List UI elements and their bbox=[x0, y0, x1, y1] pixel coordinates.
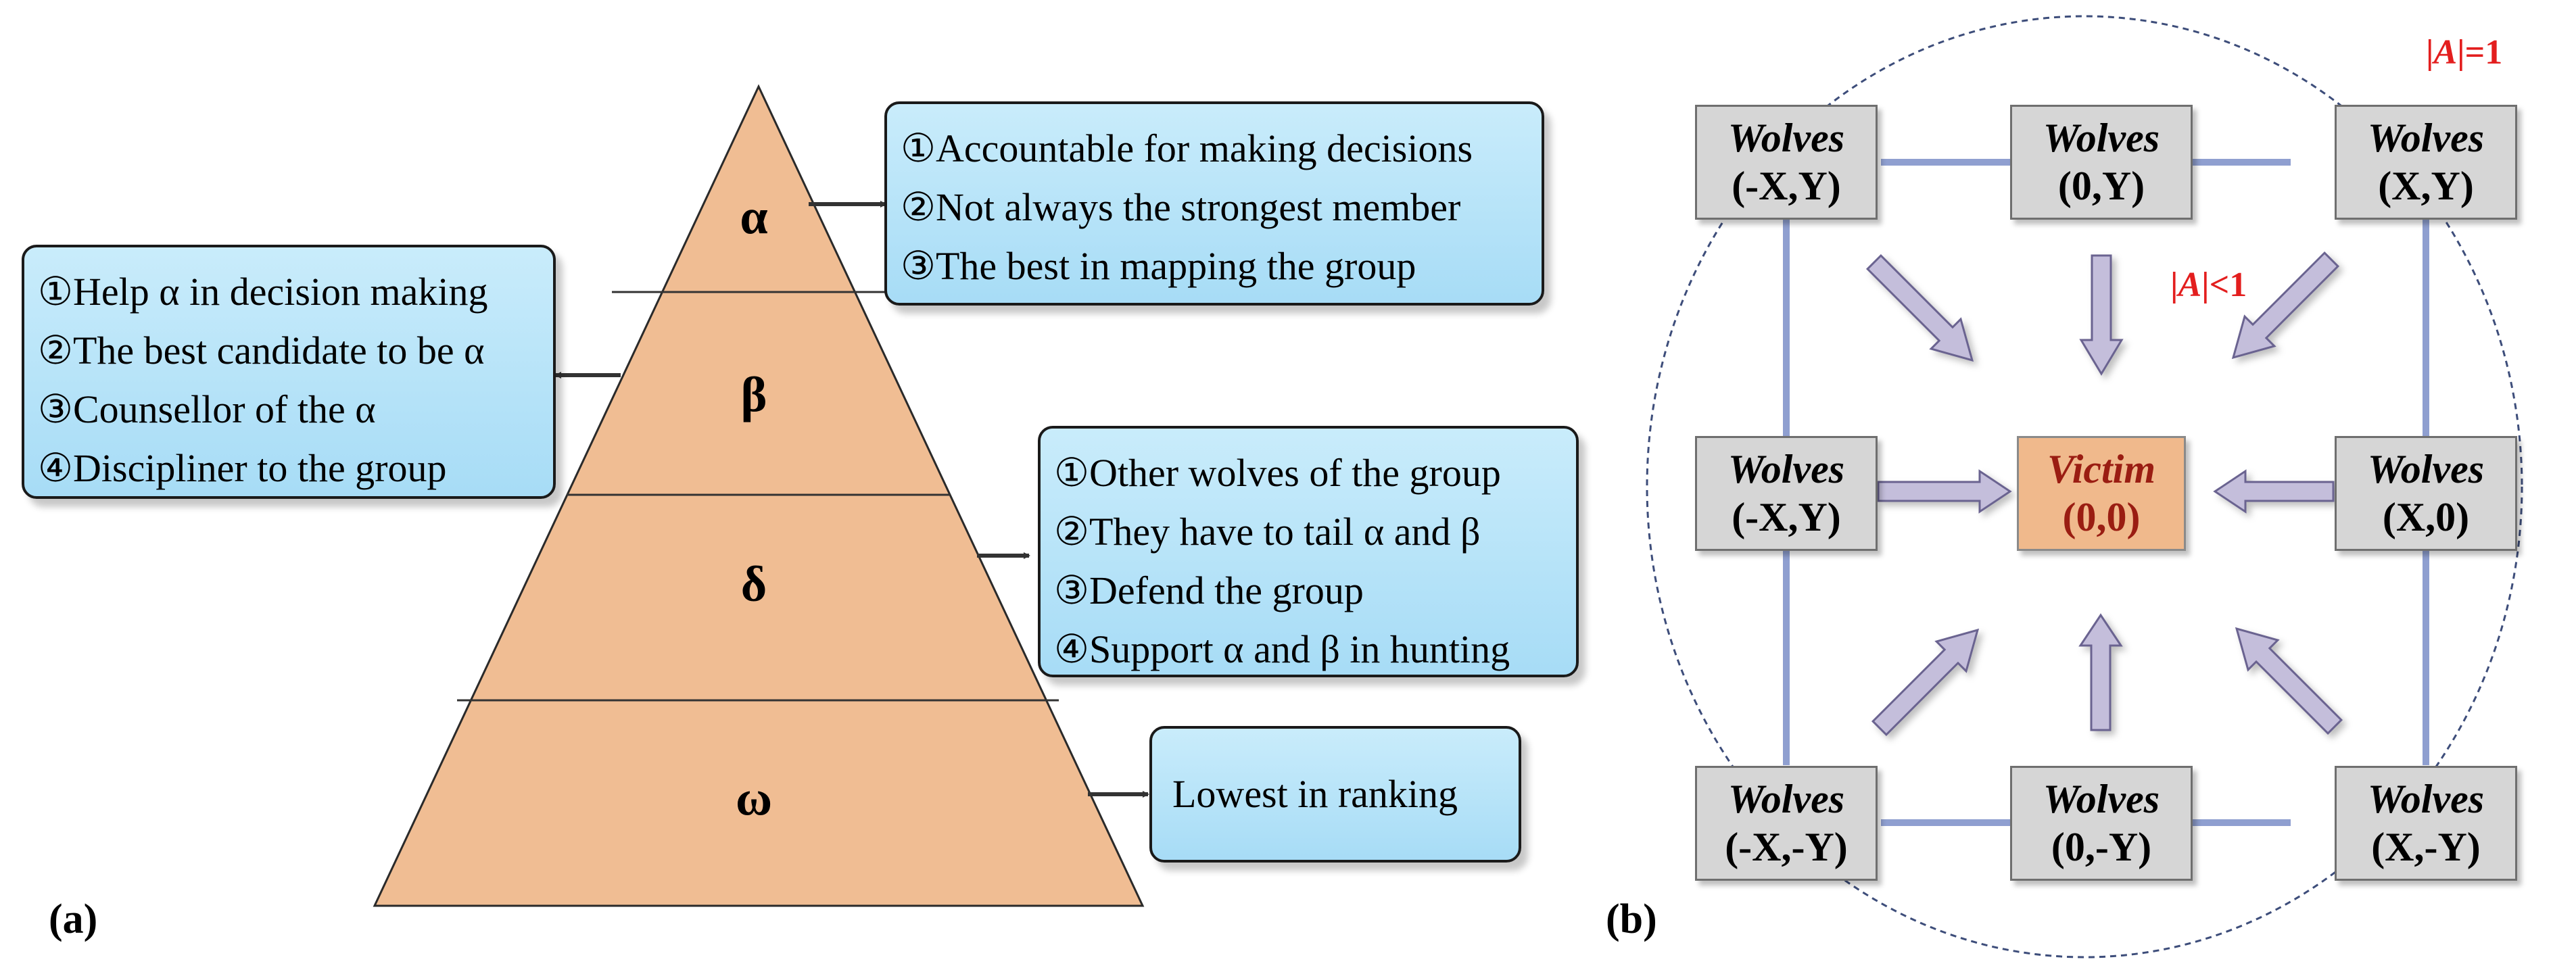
alpha-callout-line: ③The best in mapping the group bbox=[901, 244, 1416, 288]
arrow-from-bottom-left bbox=[1871, 628, 1980, 737]
node-coordinate: (0,-Y) bbox=[2051, 825, 2152, 869]
victim-node: Victim (0,0) bbox=[2017, 436, 2186, 551]
delta-callout-line: ②They have to tail α and β bbox=[1054, 510, 1481, 554]
wolf-node-top-right: Wolves (X,Y) bbox=[2335, 105, 2517, 220]
node-coordinate: (-X,-Y) bbox=[1725, 825, 1848, 869]
tier-beta-label: β bbox=[740, 367, 767, 423]
arrow-from-top bbox=[2079, 254, 2124, 376]
node-title: Wolves bbox=[2367, 777, 2485, 822]
node-coordinate: (0,Y) bbox=[2057, 164, 2145, 208]
node-coordinate: (X,-Y) bbox=[2371, 825, 2481, 869]
inner-threshold-label: |A|<1 bbox=[2170, 266, 2247, 304]
arrow-from-top-left bbox=[1865, 253, 1974, 362]
alpha-callout: ①Accountable for making decisions ②Not a… bbox=[884, 101, 1544, 306]
wolf-node-bottom-right: Wolves (X,-Y) bbox=[2335, 766, 2517, 881]
outer-threshold-variable: A bbox=[2433, 33, 2458, 72]
node-coordinate: (0,0) bbox=[2062, 495, 2141, 539]
beta-callout-line: ①Help α in decision making bbox=[38, 270, 488, 314]
omega-callout-line: Lowest in ranking bbox=[1172, 772, 1458, 816]
beta-callout-line: ②The best candidate to be α bbox=[38, 329, 485, 372]
tier-alpha-label: α bbox=[740, 189, 768, 245]
wolf-node-middle-left: Wolves (-X,Y) bbox=[1695, 436, 1878, 551]
panel-b-label: (b) bbox=[1606, 896, 1657, 942]
tier-delta-label: δ bbox=[740, 556, 767, 612]
beta-callout-line: ④Discipliner to the group bbox=[38, 446, 447, 490]
panel-a-label: (a) bbox=[49, 896, 98, 942]
inner-threshold-variable: A bbox=[2178, 266, 2202, 304]
node-title: Wolves bbox=[1727, 777, 1845, 822]
node-title: Wolves bbox=[2367, 447, 2485, 492]
node-title: Wolves bbox=[1727, 447, 1845, 492]
wolf-node-middle-right: Wolves (X,0) bbox=[2335, 436, 2517, 551]
wolf-node-bottom-left: Wolves (-X,-Y) bbox=[1695, 766, 1878, 881]
convergence-arrows bbox=[1865, 251, 2343, 737]
node-title: Wolves bbox=[2043, 777, 2160, 822]
delta-callout-line: ③Defend the group bbox=[1054, 568, 1364, 612]
beta-callout-line: ③Counsellor of the α bbox=[38, 387, 376, 431]
beta-callout: ①Help α in decision making ②The best can… bbox=[22, 245, 556, 499]
node-title: Wolves bbox=[2043, 116, 2160, 161]
node-coordinate: (-X,Y) bbox=[1732, 164, 1841, 208]
tier-omega-label: ω bbox=[735, 771, 773, 827]
alpha-callout-line: ①Accountable for making decisions bbox=[901, 126, 1473, 170]
delta-callout-line: ④Support α and β in hunting bbox=[1054, 627, 1510, 671]
node-coordinate: (X,Y) bbox=[2378, 164, 2474, 208]
arrow-from-top-right bbox=[2231, 251, 2340, 360]
inner-threshold-relation: <1 bbox=[2209, 266, 2247, 304]
node-title: Victim bbox=[2047, 447, 2156, 492]
outer-threshold-relation: =1 bbox=[2464, 33, 2503, 72]
wolf-node-top-center: Wolves (0,Y) bbox=[2010, 105, 2193, 220]
arrow-from-bottom bbox=[2078, 613, 2123, 731]
delta-callout-line: ①Other wolves of the group bbox=[1054, 451, 1501, 495]
delta-callout: ①Other wolves of the group ②They have to… bbox=[1038, 426, 1579, 677]
arrow-from-right bbox=[2213, 469, 2335, 514]
arrow-from-bottom-right bbox=[2235, 627, 2343, 735]
outer-threshold-label: |A|=1 bbox=[2426, 33, 2503, 72]
alpha-callout-line: ②Not always the strongest member bbox=[901, 185, 1461, 229]
omega-callout: Lowest in ranking bbox=[1149, 726, 1521, 863]
node-title: Wolves bbox=[1727, 116, 1845, 161]
arrow-from-left bbox=[1877, 469, 2012, 514]
node-coordinate: (-X,Y) bbox=[1732, 495, 1841, 539]
search-boundary-circle bbox=[1646, 15, 2523, 959]
node-coordinate: (X,0) bbox=[2382, 495, 2470, 539]
wolf-node-top-left: Wolves (-X,Y) bbox=[1695, 105, 1878, 220]
node-title: Wolves bbox=[2367, 116, 2485, 161]
wolf-node-bottom-center: Wolves (0,-Y) bbox=[2010, 766, 2193, 881]
